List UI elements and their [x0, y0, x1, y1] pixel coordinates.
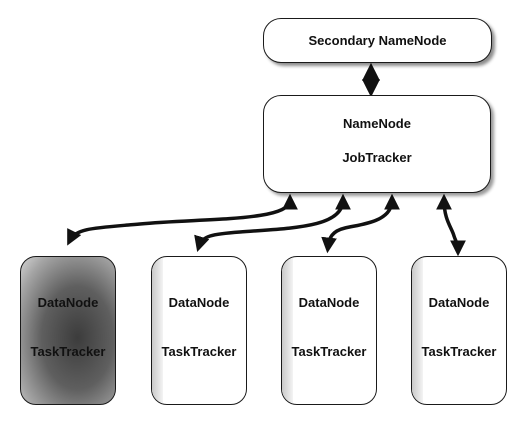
- tasktracker-label: TaskTracker: [421, 344, 497, 359]
- worker-node-1: DataNode TaskTracker: [20, 256, 116, 405]
- worker-node-3: DataNode TaskTracker: [281, 256, 377, 405]
- tasktracker-label: TaskTracker: [161, 344, 237, 359]
- datanode-label: DataNode: [37, 295, 99, 310]
- namenode-label: NameNode: [343, 116, 411, 131]
- worker-node-2: DataNode TaskTracker: [151, 256, 247, 405]
- arrow-master-to-worker-4: [436, 193, 466, 257]
- arrow-master-to-worker-2: [194, 193, 351, 253]
- arrow-master-to-worker-1: [67, 193, 298, 246]
- tasktracker-label: TaskTracker: [291, 344, 367, 359]
- tasktracker-label: TaskTracker: [30, 344, 106, 359]
- worker-shade: [412, 257, 423, 404]
- worker-shade: [152, 257, 163, 404]
- jobtracker-label: JobTracker: [342, 150, 412, 165]
- secondary-namenode-box: Secondary NameNode: [263, 18, 492, 63]
- worker-shade: [282, 257, 293, 404]
- datanode-label: DataNode: [168, 295, 230, 310]
- datanode-label: DataNode: [428, 295, 490, 310]
- worker-node-4: DataNode TaskTracker: [411, 256, 507, 405]
- datanode-label: DataNode: [298, 295, 360, 310]
- secondary-namenode-label: Secondary NameNode: [308, 33, 447, 48]
- master-node-box: NameNode JobTracker: [263, 95, 491, 193]
- arrow-master-to-worker-3: [321, 193, 400, 254]
